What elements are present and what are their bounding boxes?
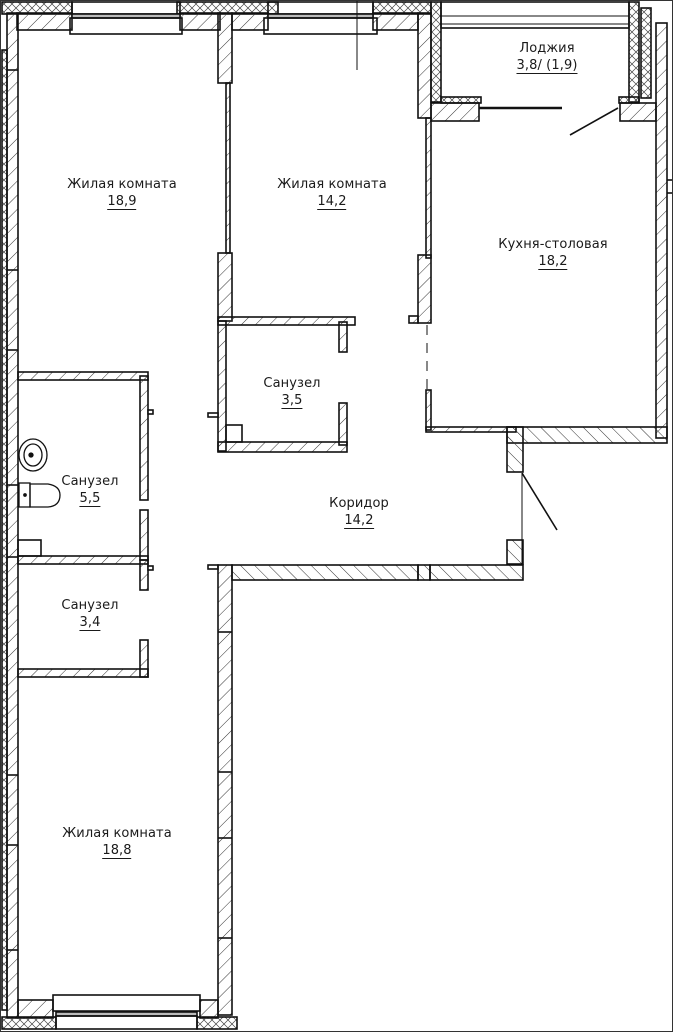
left-wall	[6, 12, 19, 1019]
window-top-mid	[263, 1, 378, 35]
room-label-bath-3-5: Санузел 3,5	[263, 375, 320, 409]
room-area: 14,2	[317, 194, 347, 210]
room-area: 3,8/ (1,9)	[516, 58, 578, 74]
loggia-bottom-insul	[440, 96, 482, 104]
loggia-bottom-wall-left	[430, 102, 480, 122]
room-label-living-18-8: Жилая комната 18,8	[62, 825, 172, 859]
bath-divider-wall	[17, 555, 149, 565]
room-area: 18,8	[102, 843, 132, 859]
right-insul-upper	[640, 7, 652, 99]
room-label-living-14-2: Жилая комната 14,2	[277, 176, 387, 210]
room-label-bath-5-5: Санузел 5,5	[61, 473, 118, 507]
toilet-icon	[18, 482, 61, 508]
loggia-bottom-wall-right	[619, 102, 657, 122]
entrance-door-leaf	[521, 472, 558, 531]
room-label-loggia: Лоджия 3,8/ (1,9)	[516, 40, 578, 74]
room-label-bath-3-4: Санузел 3,4	[61, 597, 118, 631]
room-name: Кухня-столовая	[498, 237, 608, 252]
bath2-top-wall	[17, 371, 149, 381]
top-wall-right	[372, 12, 419, 31]
bath2-shaft	[17, 539, 42, 557]
washbasin-icon	[18, 438, 48, 472]
top-wall-left	[16, 12, 73, 31]
room-label-corridor: Коридор 14,2	[329, 495, 389, 529]
room-name: Жилая комната	[67, 177, 177, 192]
room-area: 18,9	[107, 194, 137, 210]
room-label-kitchen: Кухня-столовая 18,2	[498, 236, 608, 270]
room-name: Жилая комната	[62, 826, 172, 841]
loggia-door-swing	[569, 107, 619, 136]
loggia-left-insul	[430, 1, 442, 103]
bottom-wall-right	[199, 999, 219, 1019]
kitchen-bottom-wall	[425, 426, 517, 433]
room-name: Лоджия	[519, 41, 575, 56]
bottom-wall-left	[17, 999, 54, 1019]
room-area: 14,2	[344, 513, 374, 529]
bath1-bottom-wall	[217, 441, 348, 453]
window-top-left	[69, 1, 183, 35]
window-bottom	[52, 994, 201, 1030]
living3-right-wall	[217, 564, 233, 1016]
corridor-bottom-wall	[231, 564, 419, 581]
bottom-insulation-left	[1, 1016, 57, 1030]
partition-living1-living2	[217, 12, 233, 84]
room-area: 3,5	[281, 393, 303, 409]
bath3-bottom-wall	[17, 668, 149, 678]
room-name: Коридор	[329, 496, 389, 511]
partition-living2-kitchen-top	[417, 12, 432, 119]
room-name: Санузел	[61, 474, 119, 489]
bath1-left-wall	[217, 320, 227, 452]
room-area: 5,5	[79, 491, 101, 507]
bath1-shaft	[225, 424, 243, 443]
top-wall-mid-b	[231, 12, 269, 31]
room-label-living-18-9: Жилая комната 18,9	[67, 176, 177, 210]
room-name: Санузел	[263, 376, 321, 391]
loggia-right-insul	[628, 1, 640, 103]
top-wall-mid-a	[179, 12, 221, 31]
partition-column	[217, 252, 233, 322]
right-wall	[655, 22, 668, 439]
room-name: Санузел	[61, 598, 119, 613]
bottom-insulation-right	[196, 1016, 238, 1030]
bath2-right-wall	[139, 375, 149, 501]
bath1-top-wall	[217, 316, 356, 326]
room-area: 18,2	[538, 254, 568, 270]
room-area: 3,4	[79, 615, 101, 631]
room-name: Жилая комната	[277, 177, 387, 192]
